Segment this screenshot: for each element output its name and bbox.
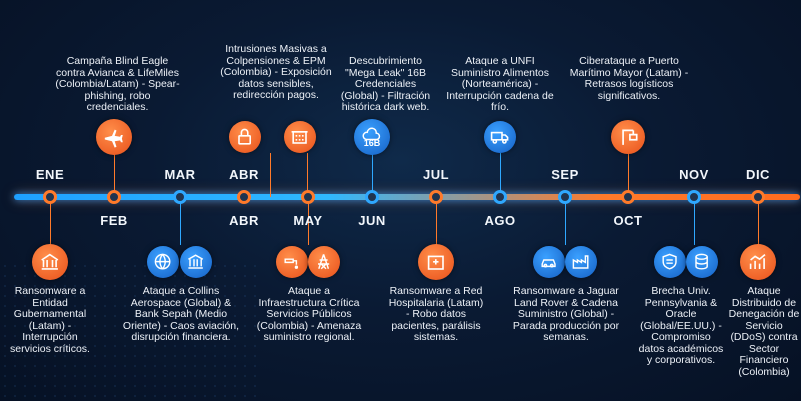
event-feb-text: Campaña Blind Eagle contra Avianca & Lif… [55, 55, 180, 113]
month-abr-top: ABR [229, 167, 259, 182]
crane-icon [611, 120, 645, 154]
power-tower-icon [308, 246, 340, 278]
globe-icon [147, 246, 179, 278]
hospital-icon [418, 244, 454, 280]
stem-nov [694, 197, 695, 245]
stem-ago [500, 153, 501, 197]
month-ago: AGO [484, 213, 516, 228]
stem-abr [270, 153, 271, 197]
event-abr-text: Intrusiones Masivas a Colpensiones & EPM… [220, 43, 332, 101]
node-jun[interactable] [365, 190, 379, 204]
node-nov[interactable] [687, 190, 701, 204]
stem-jul [436, 197, 437, 245]
factory-icon [565, 246, 597, 278]
node-oct[interactable] [621, 190, 635, 204]
cloud-icon [354, 119, 390, 155]
event-ago-text: Ataque a UNFI Suministro Alimentos (Nort… [446, 55, 554, 113]
water-tap-icon [276, 246, 308, 278]
event-dic-text: Ataque Distribuido de Denegación de Serv… [728, 285, 800, 378]
month-sep: SEP [551, 167, 579, 182]
dot-pattern [0, 261, 260, 401]
month-jun: JUN [358, 213, 386, 228]
month-ene: ENE [35, 167, 65, 182]
finance-chart-icon [740, 244, 776, 280]
lock-icon [229, 121, 261, 153]
stem-oct [628, 153, 629, 197]
month-jul: JUL [422, 167, 450, 182]
timeline-axis [14, 194, 800, 200]
cloud-icon-label: 16B [363, 138, 381, 148]
node-sep[interactable] [558, 190, 572, 204]
node-feb[interactable] [107, 190, 121, 204]
event-may-text: Ataque a Infraestructura Crítica Servici… [256, 285, 362, 343]
month-mar: MAR [164, 167, 196, 182]
event-ene-text: Ransomware a Entidad Gubernamental (Lata… [10, 285, 90, 355]
month-may: MAY [293, 213, 323, 228]
stem-abr-b [307, 153, 308, 197]
month-feb: FEB [100, 213, 128, 228]
university-shield-icon [654, 246, 686, 278]
node-ene[interactable] [43, 190, 57, 204]
stem-dic [758, 197, 759, 245]
plane-mail-icon [96, 119, 132, 155]
car-icon [533, 246, 565, 278]
database-icon [686, 246, 718, 278]
building-icon [284, 121, 316, 153]
government-building-icon [32, 244, 68, 280]
stem-ene [50, 197, 51, 245]
stem-sep [565, 197, 566, 245]
bank-icon [180, 246, 212, 278]
node-jul[interactable] [429, 190, 443, 204]
event-oct-text: Ciberataque a Puerto Marítimo Mayor (Lat… [569, 55, 689, 102]
month-nov: NOV [679, 167, 709, 182]
node-may[interactable] [301, 190, 315, 204]
stem-feb [114, 153, 115, 197]
month-dic: DIC [746, 167, 770, 182]
stem-may [308, 197, 309, 245]
node-dic[interactable] [751, 190, 765, 204]
event-mar-text: Ataque a Collins Aerospace (Global) & Ba… [122, 285, 240, 343]
stem-mar [180, 197, 181, 245]
month-abr-bottom: ABR [229, 213, 259, 228]
node-abr[interactable] [237, 190, 251, 204]
event-sep-text: Ransomware a Jaguar Land Rover & Cadena … [512, 285, 620, 343]
event-jul-text: Ransomware a Red Hospitalaria (Latam) - … [388, 285, 484, 343]
node-ago[interactable] [493, 190, 507, 204]
event-jun-text: Descubrimiento "Mega Leak" 16B Credencia… [340, 55, 431, 113]
truck-icon [484, 121, 516, 153]
node-mar[interactable] [173, 190, 187, 204]
event-nov-text: Brecha Univ. Pennsylvania & Oracle (Glob… [638, 285, 724, 366]
stem-jun [372, 153, 373, 197]
month-oct: OCT [613, 213, 643, 228]
